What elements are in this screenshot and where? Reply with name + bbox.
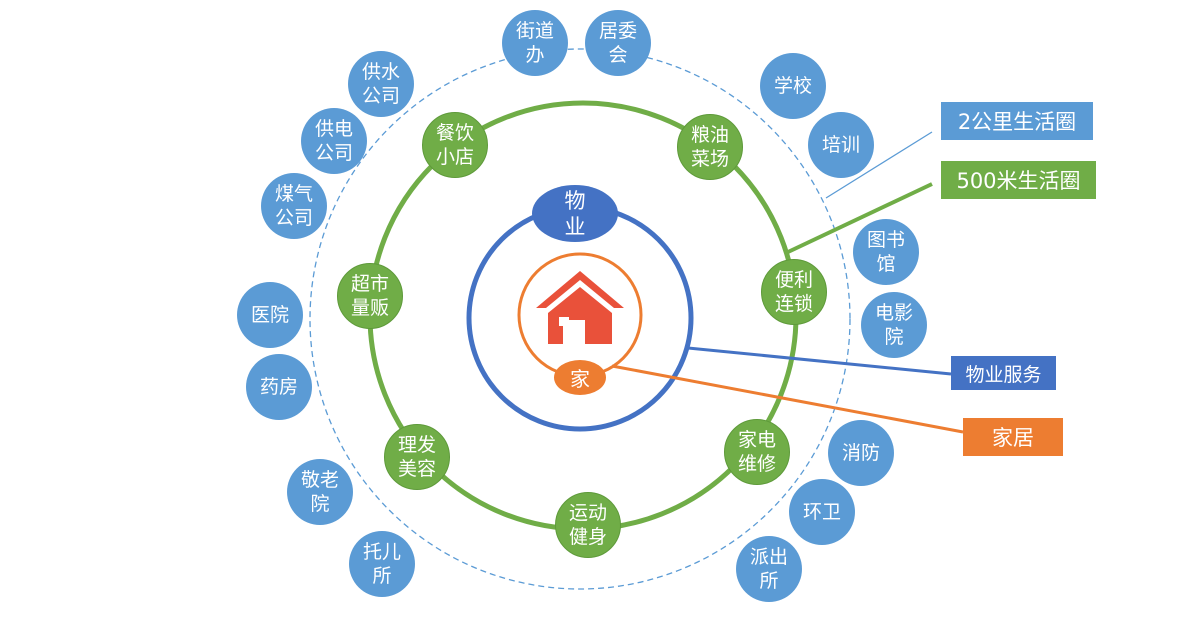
label-500m-circle: 500米生活圈 xyxy=(941,161,1096,199)
node-label: 图书馆 xyxy=(866,229,905,275)
label-home-furnishing: 家居 xyxy=(963,418,1063,456)
blue-service-node: 街道办 xyxy=(502,10,568,76)
node-label: 供水公司 xyxy=(361,61,400,107)
house-icon xyxy=(536,271,624,344)
blue-service-node: 医院 xyxy=(237,282,303,348)
green-service-node: 家电维修 xyxy=(724,419,790,485)
green-service-node: 理发美容 xyxy=(384,424,450,490)
blue-service-node: 托儿所 xyxy=(349,531,415,597)
blue-service-node: 电影院 xyxy=(861,292,927,358)
blue-service-node: 敬老院 xyxy=(287,459,353,525)
blue-service-node: 药房 xyxy=(246,354,312,420)
leader-2km xyxy=(825,131,933,199)
leader-home xyxy=(611,364,964,434)
green-service-node: 便利连锁 xyxy=(761,259,827,325)
node-label: 药房 xyxy=(259,376,298,398)
node-label: 居委会 xyxy=(598,20,637,66)
blue-service-node: 供水公司 xyxy=(348,51,414,117)
property-badge: 物业 xyxy=(532,185,618,242)
node-label: 敬老院 xyxy=(300,469,339,515)
node-label: 消防 xyxy=(841,442,880,464)
green-service-node: 餐饮小店 xyxy=(422,112,488,178)
node-label: 运动健身 xyxy=(568,502,607,548)
node-label: 派出所 xyxy=(749,546,788,592)
node-label: 理发美容 xyxy=(397,434,436,480)
label-2km-circle: 2公里生活圈 xyxy=(941,102,1093,140)
leader-property xyxy=(687,346,952,376)
blue-service-node: 供电公司 xyxy=(301,108,367,174)
node-label: 餐饮小店 xyxy=(435,122,474,168)
node-label: 托儿所 xyxy=(362,541,401,587)
node-label: 粮油菜场 xyxy=(690,124,729,170)
blue-service-node: 派出所 xyxy=(736,536,802,602)
node-label: 培训 xyxy=(821,134,860,156)
blue-service-node: 图书馆 xyxy=(853,219,919,285)
blue-service-node: 煤气公司 xyxy=(261,173,327,239)
blue-service-node: 环卫 xyxy=(789,479,855,545)
ring-2km xyxy=(309,48,851,590)
node-label: 家电维修 xyxy=(737,429,776,475)
green-service-node: 粮油菜场 xyxy=(677,114,743,180)
node-label: 医院 xyxy=(250,304,289,326)
node-label: 供电公司 xyxy=(314,118,353,164)
node-label: 学校 xyxy=(773,75,812,97)
home-badge: 家 xyxy=(554,360,606,395)
node-label: 环卫 xyxy=(802,501,841,523)
node-label: 便利连锁 xyxy=(774,269,813,315)
blue-service-node: 学校 xyxy=(760,53,826,119)
green-service-node: 运动健身 xyxy=(555,492,621,558)
blue-service-node: 居委会 xyxy=(585,10,651,76)
green-service-node: 超市量贩 xyxy=(337,263,403,329)
blue-service-node: 培训 xyxy=(808,112,874,178)
node-label: 街道办 xyxy=(515,20,554,66)
label-property-service: 物业服务 xyxy=(951,356,1056,390)
node-label: 电影院 xyxy=(874,302,913,348)
node-label: 超市量贩 xyxy=(350,273,389,319)
blue-service-node: 消防 xyxy=(828,420,894,486)
leader-500m xyxy=(787,182,933,254)
node-label: 煤气公司 xyxy=(274,183,313,229)
